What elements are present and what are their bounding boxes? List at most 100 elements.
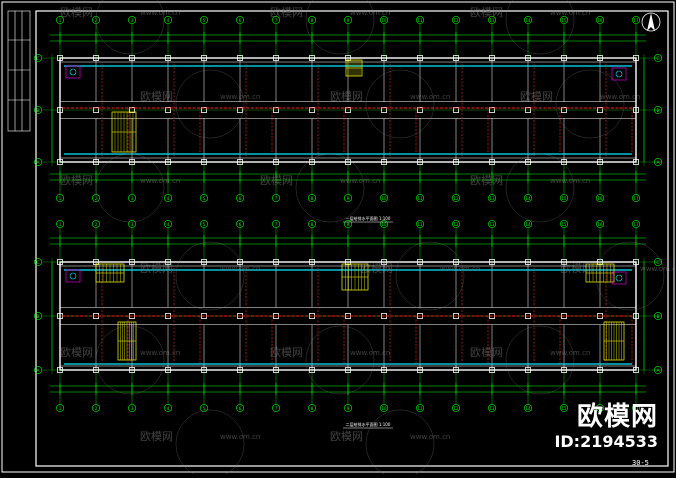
axis-number-bottom: 11 — [417, 406, 423, 411]
axis-bubble-top — [308, 16, 316, 24]
axis-number-bottom: 7 — [275, 406, 278, 411]
structural-column — [381, 159, 387, 165]
axis-number-top: 2 — [95, 222, 98, 227]
axis-number-top: 4 — [167, 18, 170, 23]
watermark-ring — [305, 0, 375, 55]
stair — [117, 321, 137, 361]
axis-number-top: 17 — [633, 222, 639, 227]
axis-bubble-bottom — [632, 404, 640, 412]
watermark-text: 欧模网 — [60, 346, 93, 359]
watermark-text: 欧模网 — [270, 346, 303, 359]
axis-number-bottom: 15 — [561, 196, 567, 201]
axis-bubble-bottom — [128, 404, 136, 412]
structural-column — [237, 55, 243, 61]
axis-bubble-top — [200, 16, 208, 24]
structural-column — [57, 159, 63, 165]
watermark-ring — [175, 241, 245, 311]
watermark-ring — [555, 69, 625, 139]
axis-letter: B — [36, 108, 39, 114]
axis-bubble-top — [56, 16, 64, 24]
brand-name: 欧模网 — [576, 402, 658, 432]
axis-bubble-row — [34, 258, 42, 266]
watermark-text: 欧模网 — [360, 262, 393, 275]
structural-column — [561, 259, 567, 265]
stair — [111, 111, 137, 153]
axis-number-bottom: 4 — [167, 196, 170, 201]
axis-bubble-top — [632, 220, 640, 228]
structural-column — [417, 159, 423, 165]
axis-number-bottom: 1 — [59, 406, 62, 411]
watermark-text: 欧模网 — [60, 6, 93, 19]
structural-column — [489, 55, 495, 61]
axis-bubble-bottom — [344, 404, 352, 412]
structural-column — [453, 259, 459, 265]
axis-number-bottom: 11 — [417, 196, 423, 201]
watermark-url: www.om.cn — [640, 265, 676, 273]
axis-bubble-row — [34, 106, 42, 114]
structural-column — [633, 367, 639, 373]
axis-bubble-top — [128, 16, 136, 24]
axis-bubble-bottom — [272, 194, 280, 202]
stair — [585, 263, 615, 283]
structural-column — [237, 367, 243, 373]
watermark-ring — [305, 325, 375, 395]
fixture-bowl — [69, 272, 77, 280]
watermark-ring — [595, 241, 665, 311]
axis-bubble-bottom — [524, 194, 532, 202]
fixture-bowl — [69, 68, 77, 76]
structural-column — [165, 55, 171, 61]
axis-letter: A — [656, 368, 660, 374]
axis-bubble-bottom — [560, 404, 568, 412]
axis-bubble-top — [56, 220, 64, 228]
structural-column — [633, 259, 639, 265]
axis-bubble-top — [452, 220, 460, 228]
axis-bubble-top — [380, 16, 388, 24]
watermark-text: 欧模网 — [140, 430, 173, 443]
structural-column — [57, 259, 63, 265]
structural-column — [417, 55, 423, 61]
structural-column — [273, 55, 279, 61]
axis-number-bottom: 3 — [131, 406, 134, 411]
axis-number-bottom: 5 — [203, 406, 206, 411]
axis-letter: C — [36, 260, 39, 266]
structural-column — [561, 159, 567, 165]
axis-bubble-top — [236, 220, 244, 228]
axis-number-top: 6 — [239, 18, 242, 23]
axis-bubble-bottom — [596, 194, 604, 202]
axis-number-top: 4 — [167, 222, 170, 227]
axis-bubble-bottom — [452, 194, 460, 202]
binding-strip — [7, 10, 31, 132]
watermark-url: www.om.cn — [220, 93, 260, 101]
axis-number-top: 15 — [561, 18, 567, 23]
structural-column — [165, 367, 171, 373]
axis-number-bottom: 14 — [525, 406, 531, 411]
watermark-ring — [505, 153, 575, 223]
stair — [345, 59, 363, 77]
axis-bubble-top — [344, 16, 352, 24]
watermark-url: www.om.cn — [220, 265, 260, 273]
axis-number-top: 9 — [347, 18, 350, 23]
axis-number-top: 17 — [633, 18, 639, 23]
structural-column — [381, 55, 387, 61]
axis-number-bottom: 2 — [95, 196, 98, 201]
structural-column — [417, 367, 423, 373]
axis-bubble-top — [416, 220, 424, 228]
axis-number-top: 13 — [489, 18, 495, 23]
axis-number-bottom: 14 — [525, 196, 531, 201]
axis-number-top: 11 — [417, 18, 423, 23]
watermark-ring — [395, 241, 465, 311]
stair — [603, 321, 625, 361]
axis-bubble-top — [488, 16, 496, 24]
structural-column — [381, 367, 387, 373]
axis-number-top: 6 — [239, 222, 242, 227]
watermark-ring — [95, 325, 165, 395]
watermark-ring — [505, 325, 575, 395]
structural-column — [381, 259, 387, 265]
